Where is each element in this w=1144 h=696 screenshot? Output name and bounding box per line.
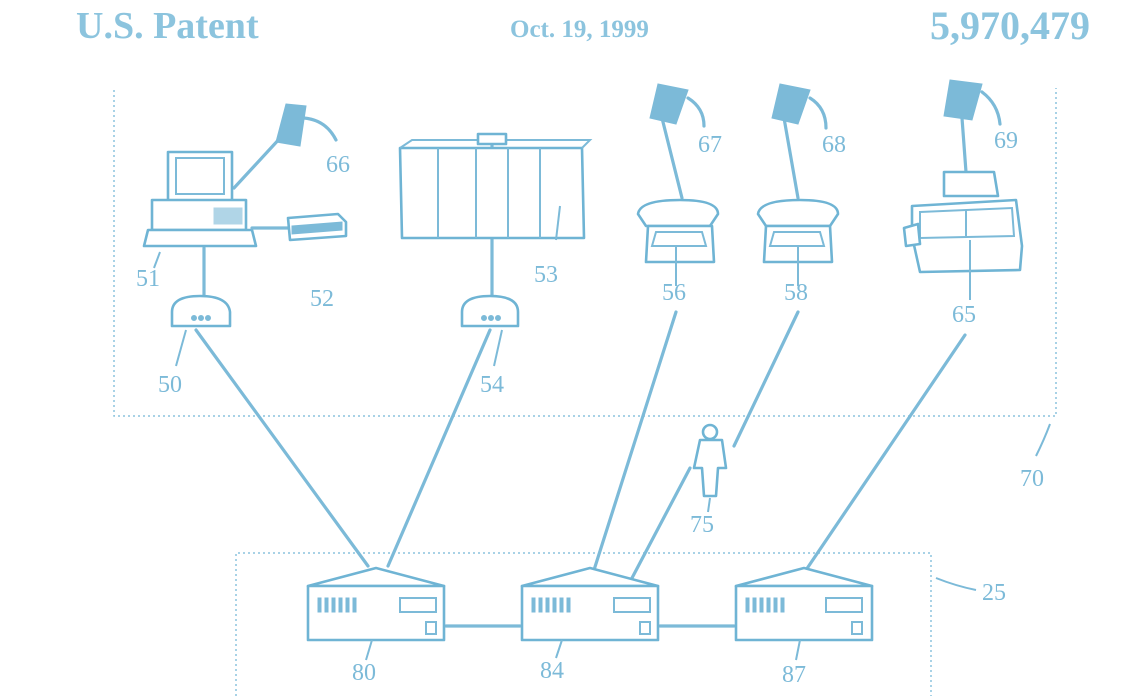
handheld-device-67 bbox=[649, 83, 706, 200]
network-boundary-25 bbox=[235, 552, 932, 696]
server-80 bbox=[306, 566, 446, 661]
handheld-device-66 bbox=[232, 103, 338, 190]
computer-51 bbox=[142, 150, 294, 248]
handheld-device-69 bbox=[943, 79, 1002, 174]
label-87: 87 bbox=[782, 662, 806, 688]
label-84: 84 bbox=[540, 658, 564, 684]
telephone-58 bbox=[756, 198, 840, 286]
label-80: 80 bbox=[352, 660, 376, 686]
person-75 bbox=[692, 423, 728, 513]
label-58: 58 bbox=[784, 280, 808, 306]
label-69: 69 bbox=[994, 128, 1018, 154]
handheld-device-68 bbox=[771, 83, 828, 200]
label-75: 75 bbox=[690, 512, 714, 538]
modem-50 bbox=[170, 294, 232, 367]
label-25: 25 bbox=[982, 580, 1006, 606]
leader-51 bbox=[153, 251, 161, 269]
label-66: 66 bbox=[326, 152, 350, 178]
leader-70 bbox=[1035, 423, 1051, 457]
mainframe-53 bbox=[398, 132, 593, 241]
patent-title: U.S. Patent bbox=[76, 5, 259, 47]
label-51: 51 bbox=[136, 266, 160, 292]
label-54: 54 bbox=[480, 372, 504, 398]
label-70: 70 bbox=[1020, 466, 1044, 492]
modem-54 bbox=[460, 294, 520, 367]
label-67: 67 bbox=[698, 132, 722, 158]
server-84 bbox=[520, 566, 660, 659]
fax-machine-65 bbox=[902, 170, 1024, 300]
label-52: 52 bbox=[310, 286, 334, 312]
telephone-56 bbox=[636, 198, 720, 286]
patent-number: 5,970,479 bbox=[930, 3, 1090, 48]
label-56: 56 bbox=[662, 280, 686, 306]
leader-25 bbox=[935, 577, 977, 591]
label-50: 50 bbox=[158, 372, 182, 398]
server-87 bbox=[734, 566, 874, 661]
label-65: 65 bbox=[952, 302, 976, 328]
patent-date: Oct. 19, 1999 bbox=[510, 16, 649, 43]
premises-boundary-70 bbox=[113, 88, 1057, 417]
printer-52 bbox=[286, 212, 348, 242]
label-68: 68 bbox=[822, 132, 846, 158]
label-53: 53 bbox=[534, 262, 558, 288]
